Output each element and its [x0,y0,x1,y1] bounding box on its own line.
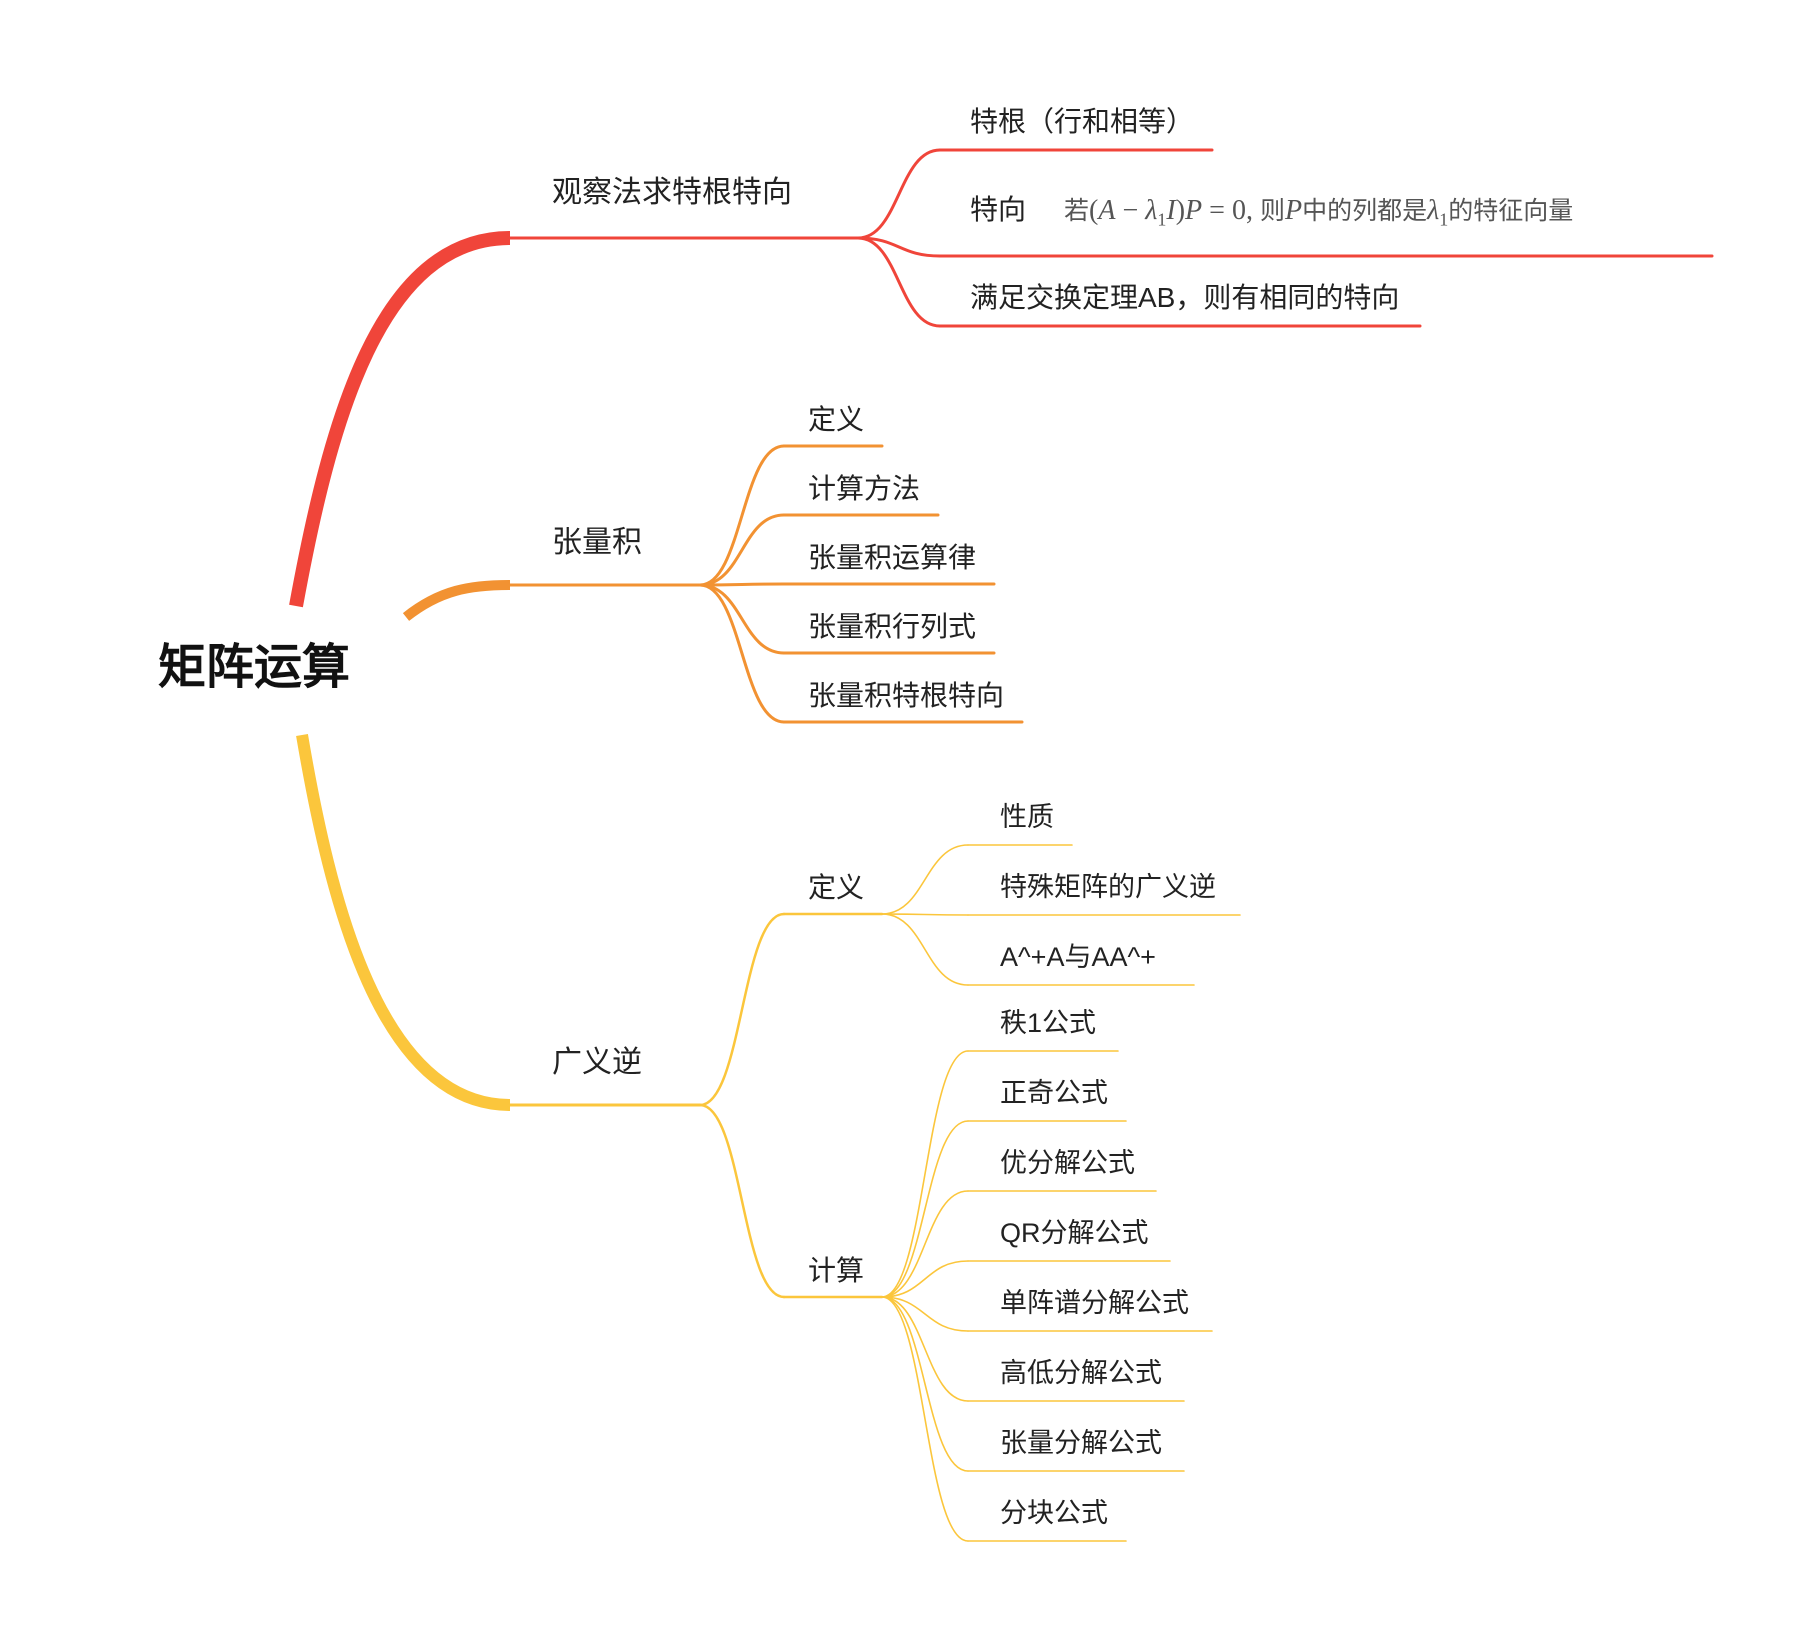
connector-line-32 [881,1050,969,1298]
connector-line-46 [881,1296,969,1542]
node-ginv-definition[interactable]: 定义 [808,872,865,903]
formula-minus: − [1115,195,1146,226]
node-tensor-decomposition-formula[interactable]: 张量分解公式 [1000,1428,1162,1458]
node-tensor-determinant[interactable]: 张量积行列式 [808,611,977,642]
connector-line-0 [289,231,511,608]
node-full-rank-decomposition-formula[interactable]: 高低分解公式 [1000,1358,1162,1388]
node-qr-decomposition-formula[interactable]: QR分解公式 [1000,1218,1149,1248]
connector-line-44 [881,1296,969,1472]
connector-line-34 [881,1120,969,1298]
node-tensor-method[interactable]: 计算方法 [808,473,921,504]
formula-subscript-1: 1 [1157,209,1167,230]
formula-text-tail: 的特征向量 [1448,196,1574,225]
formula-rparen: ) [1175,195,1186,226]
connector-line-6 [856,148,942,240]
node-tensor-laws[interactable]: 张量积运算律 [808,542,977,573]
connector-line-38 [881,1260,969,1298]
formula-var-p: P [1185,195,1203,226]
connector-line-42 [881,1296,969,1402]
connector-line-7 [856,236,942,258]
formula-var-i: I [1166,195,1176,226]
node-ginv-computation[interactable]: 计算 [808,1255,865,1286]
root-node[interactable]: 矩阵运算 [158,641,351,694]
formula-lambda2: λ [1427,195,1440,226]
node-ginv-special-matrices[interactable]: 特殊矩阵的广义逆 [1000,872,1216,902]
connector-line-18 [698,583,786,655]
formula-lambda: λ [1145,195,1158,226]
formula-var-p2: P [1284,195,1303,226]
formula-text-ruo: 若 [1064,196,1090,225]
node-block-formula[interactable]: 分块公式 [1000,1498,1108,1528]
node-ginv-products[interactable]: A^+A与AA^+ [1000,942,1156,972]
node-nonsingular-formula[interactable]: 正奇公式 [1000,1078,1108,1108]
formula-text-mid: 中的列都是 [1302,196,1428,225]
branch-tensor-product[interactable]: 张量积 [552,526,642,559]
node-tensor-eigen[interactable]: 张量积特根特向 [808,680,1005,711]
connector-line-16 [698,582,786,587]
connector-line-1 [402,580,511,621]
connector-line-30 [881,913,969,986]
node-unitary-spectral-formula[interactable]: 单阵谱分解公式 [1000,1288,1189,1318]
branch-eigen-observation[interactable]: 观察法求特根特向 [552,176,792,209]
node-ginv-properties[interactable]: 性质 [1000,802,1054,832]
branch-generalized-inverse[interactable]: 广义逆 [552,1046,642,1079]
formula-subscript-1b: 1 [1439,209,1449,230]
formula-lparen: ( [1089,195,1099,226]
node-eigenvalue-row-sum[interactable]: 特根（行和相等） [970,106,1195,137]
eigenvector-formula: 若(A − λ1I)P = 0, 则P中的列都是λ1的特征向量 [1064,197,1573,229]
connector-line-28 [881,913,969,916]
formula-var-a: A [1098,195,1116,226]
node-commuting-same-eigenvector[interactable]: 满足交换定理AB，则有相同的特向 [970,282,1400,313]
node-eigenvector[interactable]: 特向 [970,194,1027,225]
connector-line-26 [881,844,969,915]
connector-line-2 [296,733,511,1111]
connector-line-12 [698,444,786,587]
connector-line-23 [698,1103,786,1299]
connector-line-36 [881,1190,969,1298]
connector-line-22 [698,912,786,1107]
connector-line-20 [698,583,786,724]
formula-text-ze: 则 [1259,196,1285,225]
connector-line-8 [856,236,942,328]
node-tensor-definition[interactable]: 定义 [808,404,865,435]
connector-line-40 [881,1296,969,1332]
node-optimal-decomposition-formula[interactable]: 优分解公式 [1000,1148,1135,1178]
node-rank-one-formula[interactable]: 秩1公式 [1000,1008,1097,1038]
connector-line-14 [698,513,786,587]
formula-equals-zero: = 0, [1202,195,1260,226]
